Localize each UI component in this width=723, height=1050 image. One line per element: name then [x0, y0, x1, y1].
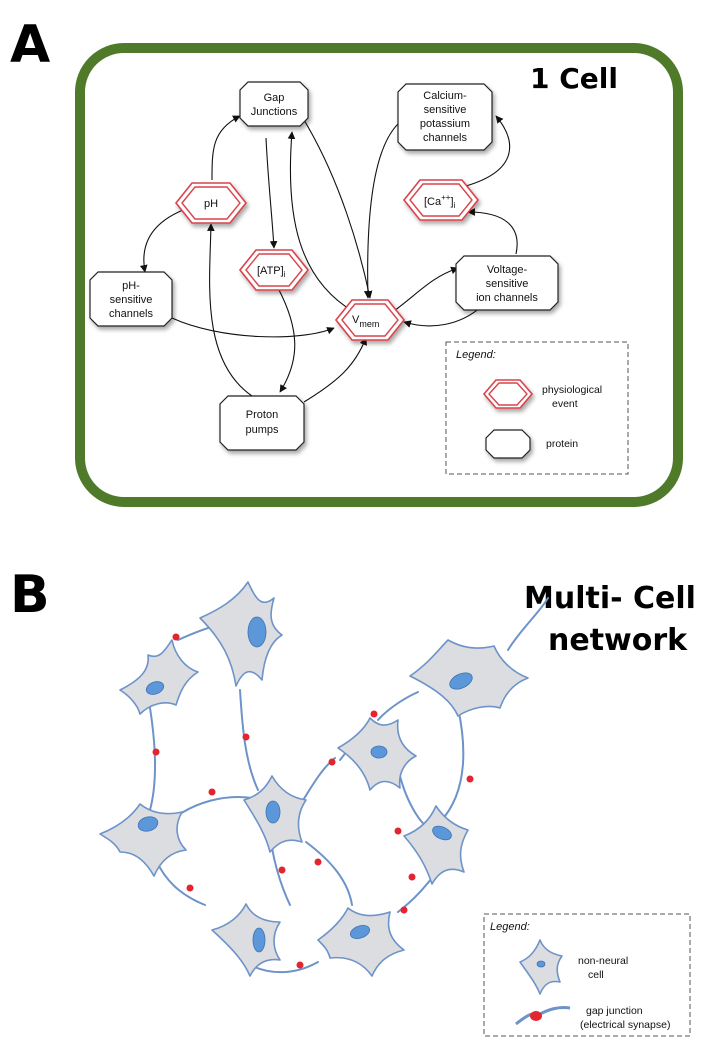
gap-junction — [466, 775, 474, 783]
ph-channels-label-2: sensitive — [110, 294, 153, 306]
calcium-channels-label-3: potassium — [420, 118, 470, 130]
network-cell — [99, 803, 187, 877]
single-cell-frame — [75, 43, 683, 507]
arrow-ph-to-ph-channels — [139, 205, 195, 273]
voltage-channels-label-1: Voltage- — [487, 264, 528, 276]
atp-label: [ATP]i — [257, 265, 286, 279]
network-nucleus — [252, 927, 266, 953]
arrow-ph-to-gap-junctions — [211, 115, 241, 181]
panel-a-letter: A — [10, 15, 50, 75]
arrow-proton-pumps-to-ph — [207, 223, 253, 397]
network-nucleus — [370, 745, 388, 759]
panel-b-legend-title: Legend: — [490, 921, 530, 933]
legend-event-label-2: event — [552, 398, 578, 410]
network-cell — [403, 805, 469, 885]
network-cell — [317, 907, 405, 977]
arrow-vmem-to-voltage-channels — [389, 266, 459, 315]
arrow-ca-to-calcium-channels — [465, 115, 511, 187]
legend-junction-icon — [515, 1006, 571, 1026]
calcium-channels-label-2: sensitive — [424, 104, 467, 116]
network-nucleus — [432, 825, 452, 841]
gap-junction — [296, 961, 304, 969]
network-cell — [199, 581, 283, 687]
legend-junction-label-2: (electrical synapse) — [580, 1019, 670, 1031]
panel-b-title-line-1: Multi- Cell — [524, 581, 696, 616]
arrow-gap-junctions-to-atp — [265, 137, 278, 249]
panel-b-letter: B — [10, 565, 50, 625]
network-nucleus — [145, 681, 165, 695]
ca-label: [Ca++]i — [424, 193, 456, 210]
gap-junction — [394, 827, 402, 835]
gap-junction — [314, 858, 322, 866]
legend-cell-label-1: non-neural — [578, 955, 628, 967]
gap-junction — [208, 788, 216, 796]
panel-a-title: 1 Cell — [530, 62, 618, 95]
voltage-channels-label-2: sensitive — [486, 278, 529, 290]
arrow-atp-to-proton-pumps — [277, 287, 296, 393]
node-vmem: Vmem — [334, 299, 406, 341]
ph-channels-label-3: channels — [109, 308, 154, 320]
panel-b-title-line-2: network — [548, 623, 688, 658]
ph-label: pH — [204, 198, 218, 210]
legend-cell-label-2: cell — [588, 969, 604, 981]
gap-junction — [278, 866, 286, 874]
gap-junction — [242, 733, 250, 741]
network-nucleus — [265, 800, 281, 824]
gap-junction — [328, 758, 336, 766]
legend-protein-label: protein — [546, 438, 578, 450]
legend-cell-icon — [519, 939, 563, 995]
node-calcium-channels: Calcium- sensitive potassium channels — [397, 83, 493, 151]
gap-junction — [186, 884, 194, 892]
panel-a-legend-title: Legend: — [456, 349, 496, 361]
legend-event-swatch — [482, 379, 534, 409]
arrow-vmem-to-gap-junctions — [287, 131, 355, 313]
node-ph: pH — [174, 182, 248, 224]
network-nucleus — [349, 925, 371, 939]
panel-b-legend: Legend: non-neural cell gap junction (el… — [483, 913, 691, 1037]
network-gap-junctions — [152, 633, 474, 969]
gap-junction — [370, 710, 378, 718]
node-gap-junctions: Gap Junctions — [239, 81, 309, 127]
node-atp: [ATP]i — [238, 249, 310, 291]
gap-junction — [152, 748, 160, 756]
network-cell — [119, 639, 199, 715]
calcium-channels-label-1: Calcium- — [423, 90, 467, 102]
arrow-gap-junctions-to-vmem — [303, 119, 373, 299]
proton-pumps-label-1: Proton — [246, 409, 278, 421]
gap-junctions-label-1: Gap — [264, 92, 285, 104]
network-nucleus — [247, 616, 267, 648]
voltage-channels-label-3: ion channels — [476, 292, 538, 304]
calcium-channels-label-4: channels — [423, 132, 468, 144]
interaction-arrows — [139, 115, 518, 403]
gap-junction — [172, 633, 180, 641]
arrow-voltage-channels-to-vmem — [403, 305, 483, 328]
gap-junction — [400, 906, 408, 914]
gap-junctions-label-2: Junctions — [251, 106, 298, 118]
panel-a-legend: Legend: physiological event protein — [445, 341, 629, 475]
node-voltage-channels: Voltage- sensitive ion channels — [455, 255, 559, 311]
arrow-calcium-channels-to-vmem — [363, 123, 399, 299]
gap-junction — [408, 873, 416, 881]
proton-pumps-label-2: pumps — [245, 424, 279, 436]
arrow-proton-pumps-to-vmem — [303, 337, 367, 403]
node-proton-pumps: Proton pumps — [219, 395, 305, 451]
cell-network — [99, 581, 549, 977]
legend-junction-label-1: gap junction — [586, 1005, 643, 1017]
node-ca: [Ca++]i — [402, 179, 480, 221]
network-cell — [211, 903, 281, 977]
legend-protein-swatch — [485, 429, 531, 459]
node-ph-channels: pH- sensitive channels — [89, 271, 173, 327]
ph-channels-label-1: pH- — [122, 280, 140, 292]
network-nucleus — [137, 816, 159, 832]
legend-event-label-1: physiological — [542, 384, 602, 396]
network-nucleus — [449, 672, 473, 690]
arrow-voltage-channels-to-ca — [467, 208, 518, 255]
arrow-ph-channels-to-vmem — [171, 317, 335, 338]
vmem-label: Vmem — [352, 314, 379, 329]
